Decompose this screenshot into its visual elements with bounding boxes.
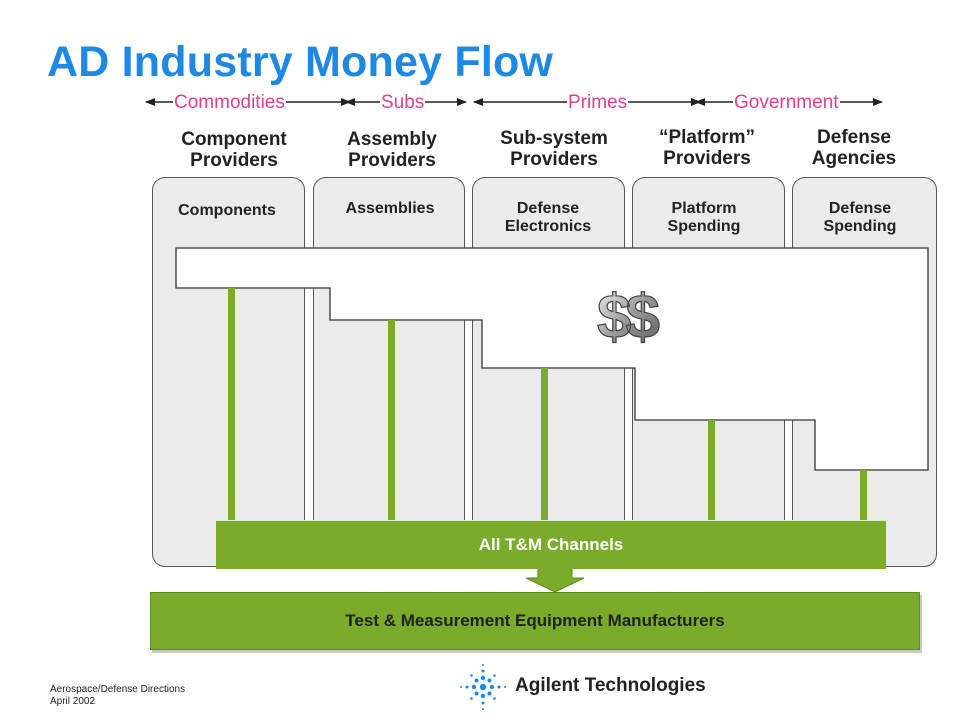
- panel-label-line: Platform: [671, 200, 737, 217]
- segment-label-subs: Subs: [380, 92, 426, 114]
- header-component-providers: Component Providers: [154, 129, 314, 171]
- header-assembly-providers: Assembly Providers: [312, 129, 472, 171]
- header-line: Component: [181, 129, 287, 150]
- footer-line-2: April 2002: [50, 696, 96, 707]
- money-staircase: [175, 247, 929, 471]
- header-subsystem-providers: Sub-system Providers: [474, 128, 634, 170]
- flow-bar-components: [228, 288, 235, 520]
- tm-manufacturers-box: Test & Measurement Equipment Manufacture…: [150, 592, 920, 650]
- panel-label-defense-electronics: Defense Electronics: [473, 200, 623, 236]
- footer-line-1: Aerospace/Defense Directions: [50, 684, 186, 695]
- all-tm-channels-bar: All T&M Channels: [216, 520, 886, 569]
- panel-label-components: Components: [152, 202, 302, 220]
- header-line: Assembly: [347, 129, 437, 150]
- panel-label-line: Spending: [667, 218, 741, 235]
- panel-defense-electronics: [472, 177, 625, 567]
- flow-bar-assemblies: [388, 320, 395, 520]
- spark-icon: [460, 664, 506, 710]
- header-line: Sub-system: [500, 128, 608, 149]
- panel-label-line: Spending: [823, 218, 897, 235]
- header-line: Providers: [190, 150, 278, 171]
- header-platform-providers: “Platform” Providers: [627, 127, 787, 169]
- flow-bar-defense-electronics: [541, 368, 548, 520]
- logo-text: Agilent Technologies: [515, 675, 706, 696]
- panel-label-line: Defense: [828, 200, 892, 217]
- panel-label-line: Assemblies: [345, 200, 435, 217]
- segment-label-government: Government: [733, 92, 840, 114]
- header-line: Providers: [510, 149, 598, 170]
- funnel-arrow: [525, 567, 585, 593]
- flow-bar-platform-spending: [708, 420, 715, 520]
- header-defense-agencies: Defense Agencies: [774, 127, 934, 169]
- header-line: Defense: [817, 127, 891, 148]
- panel-label-defense-spending: Defense Spending: [785, 200, 935, 236]
- agilent-logo: Agilent Technologies: [455, 662, 706, 712]
- panel-label-line: Electronics: [504, 218, 592, 235]
- header-line: “Platform”: [658, 127, 756, 148]
- panel-label-assemblies: Assemblies: [315, 200, 465, 218]
- panel-label-line: Components: [178, 202, 276, 219]
- footer: Aerospace/Defense Directions April 2002: [50, 684, 185, 708]
- flow-bar-defense-spending: [860, 470, 867, 520]
- money-symbol: $$: [597, 283, 659, 352]
- segment-label-primes: Primes: [567, 92, 629, 114]
- segment-label-commodities: Commodities: [173, 92, 286, 114]
- panel-label-line: Defense: [516, 200, 580, 217]
- page-title: AD Industry Money Flow: [47, 38, 554, 86]
- header-line: Providers: [663, 148, 751, 169]
- header-line: Agencies: [811, 148, 897, 169]
- panel-label-platform-spending: Platform Spending: [629, 200, 779, 236]
- header-line: Providers: [348, 150, 436, 171]
